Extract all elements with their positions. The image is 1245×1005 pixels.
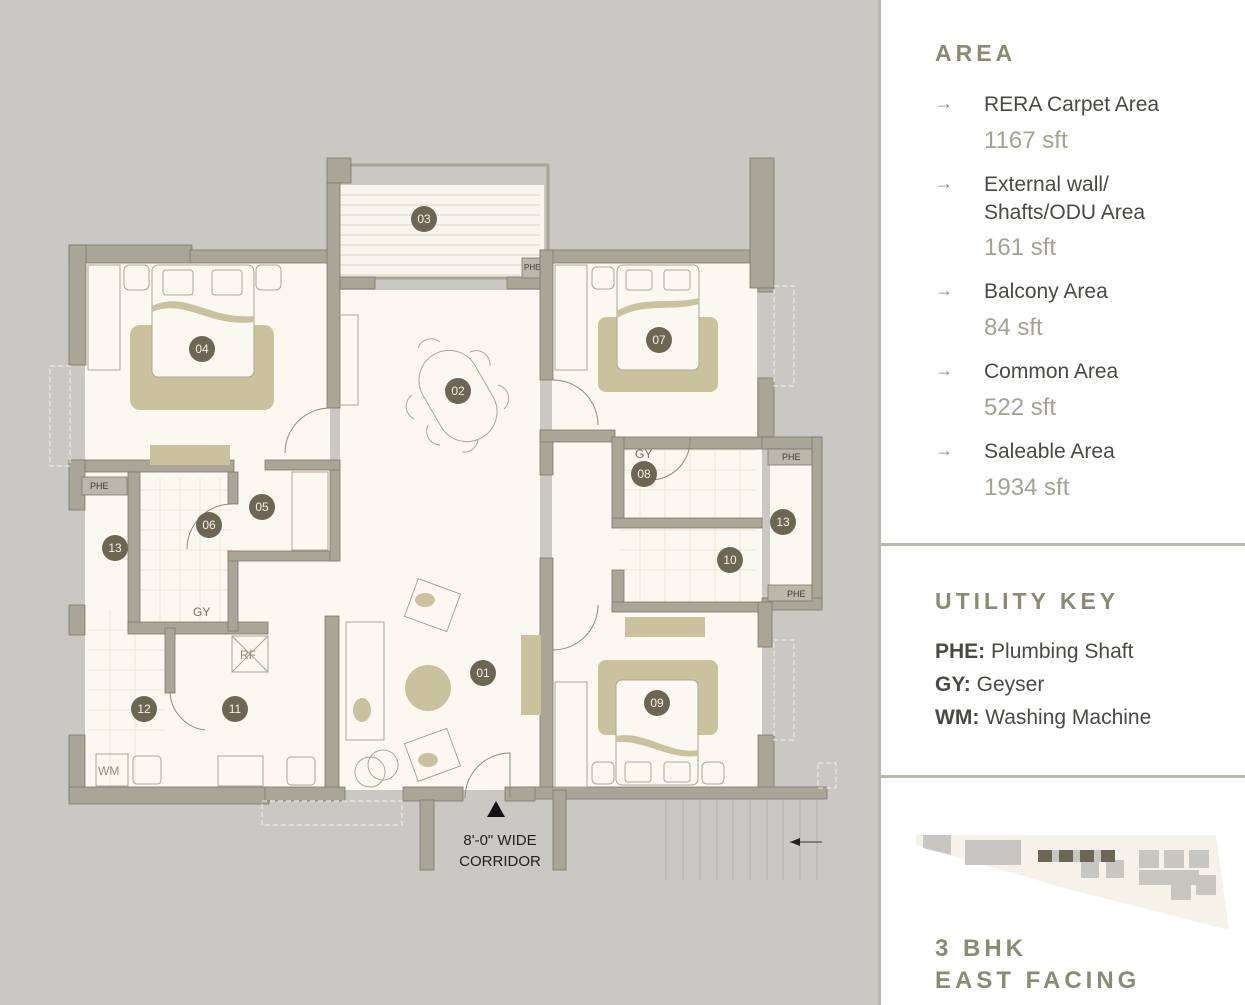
area-label: Common Area <box>984 360 1119 383</box>
area-value: 522 sft <box>984 394 1057 421</box>
wardrobes <box>87 264 588 788</box>
utility-key-wm: WM: Washing Machine <box>935 706 1151 730</box>
corridor-label: 8'-0" WIDE CORRIDOR <box>440 830 560 872</box>
room-badge-02: 02 <box>445 378 471 404</box>
utility-meaning: Washing Machine <box>985 706 1152 729</box>
balcony-slats <box>340 194 540 276</box>
sofa <box>337 314 462 788</box>
corridor-width: 8'-0" WIDE <box>463 832 537 849</box>
unit-bhk: 3 BHK <box>935 935 1028 962</box>
window-outlines <box>49 285 837 826</box>
beds <box>123 264 725 786</box>
bed-covers <box>152 298 699 757</box>
room-badge-13-left: 13 <box>102 535 128 561</box>
divider <box>881 775 1245 778</box>
room-badge-06: 06 <box>196 512 222 538</box>
phe-label-right-bottom: PHE <box>787 589 806 599</box>
arrow-right-icon: → <box>935 173 953 193</box>
room-badge-03: 03 <box>411 206 437 232</box>
kitchen-fixtures <box>95 635 316 787</box>
area-value: 1934 sft <box>984 474 1070 501</box>
unit-type: 3 BHK EAST FACING <box>935 933 1140 997</box>
room-badge-13-right: 13 <box>770 509 796 535</box>
cushions <box>353 593 438 767</box>
room-badge-10: 10 <box>717 547 743 573</box>
north-arrow <box>790 838 822 846</box>
room-badge-11: 11 <box>222 696 248 722</box>
info-panel: AREA → RERA Carpet Area 1167 sft → Exter… <box>878 0 1245 1005</box>
room-badge-12: 12 <box>131 696 157 722</box>
wm-label: WM <box>98 764 120 778</box>
phe-label-right-top: PHE <box>782 452 801 462</box>
site-key-plan <box>916 835 1229 930</box>
phe-label-balcony: PHE <box>524 263 541 272</box>
gy-label-right: GY <box>635 447 653 461</box>
utility-key-phe: PHE: Plumbing Shaft <box>935 640 1133 664</box>
area-value: 161 sft <box>984 234 1057 261</box>
arrow-right-icon: → <box>935 440 953 460</box>
arrow-right-icon: → <box>935 360 953 380</box>
unit-facing: EAST FACING <box>935 967 1141 994</box>
utility-code: GY: <box>935 673 971 696</box>
corridor-text: CORRIDOR <box>459 853 541 870</box>
room-badge-05: 05 <box>249 494 275 520</box>
arrow-right-icon: → <box>935 93 953 113</box>
rf-label: RF <box>240 648 256 662</box>
room-badge-07: 07 <box>646 327 672 353</box>
area-label: External wall/ Shafts/ODU Area <box>984 173 1146 224</box>
floor-plan: 01 02 03 04 05 06 07 08 09 10 11 12 13 1… <box>49 157 837 880</box>
area-label: Balcony Area <box>984 280 1108 303</box>
dining-chairs <box>405 338 510 453</box>
utility-code: PHE: <box>935 640 986 663</box>
utility-meaning: Geyser <box>976 673 1045 696</box>
area-label: RERA Carpet Area <box>984 93 1160 116</box>
floor-plan-drawing <box>49 157 837 880</box>
entrance-arrow-icon <box>487 801 505 817</box>
room-badge-04: 04 <box>189 336 215 362</box>
utility-meaning: Plumbing Shaft <box>991 640 1134 663</box>
area-value: 84 sft <box>984 314 1043 341</box>
corridor-hatching <box>665 800 818 880</box>
area-value: 1167 sft <box>984 127 1068 154</box>
arrow-right-icon: → <box>935 280 953 300</box>
gy-label-left: GY <box>193 605 211 619</box>
divider <box>881 543 1245 546</box>
area-label: Saleable Area <box>984 440 1115 463</box>
room-badge-01: 01 <box>470 660 496 686</box>
area-title: AREA <box>935 40 1017 66</box>
unit-highlight <box>1038 850 1115 862</box>
utility-key-title: UTILITY KEY <box>935 588 1120 614</box>
phe-shafts <box>81 257 813 602</box>
utility-code: WM: <box>935 706 980 729</box>
utility-key-gy: GY: Geyser <box>935 673 1044 697</box>
room-badge-08: 08 <box>631 461 657 487</box>
room-badge-09: 09 <box>644 690 670 716</box>
phe-label-left: PHE <box>90 481 109 491</box>
